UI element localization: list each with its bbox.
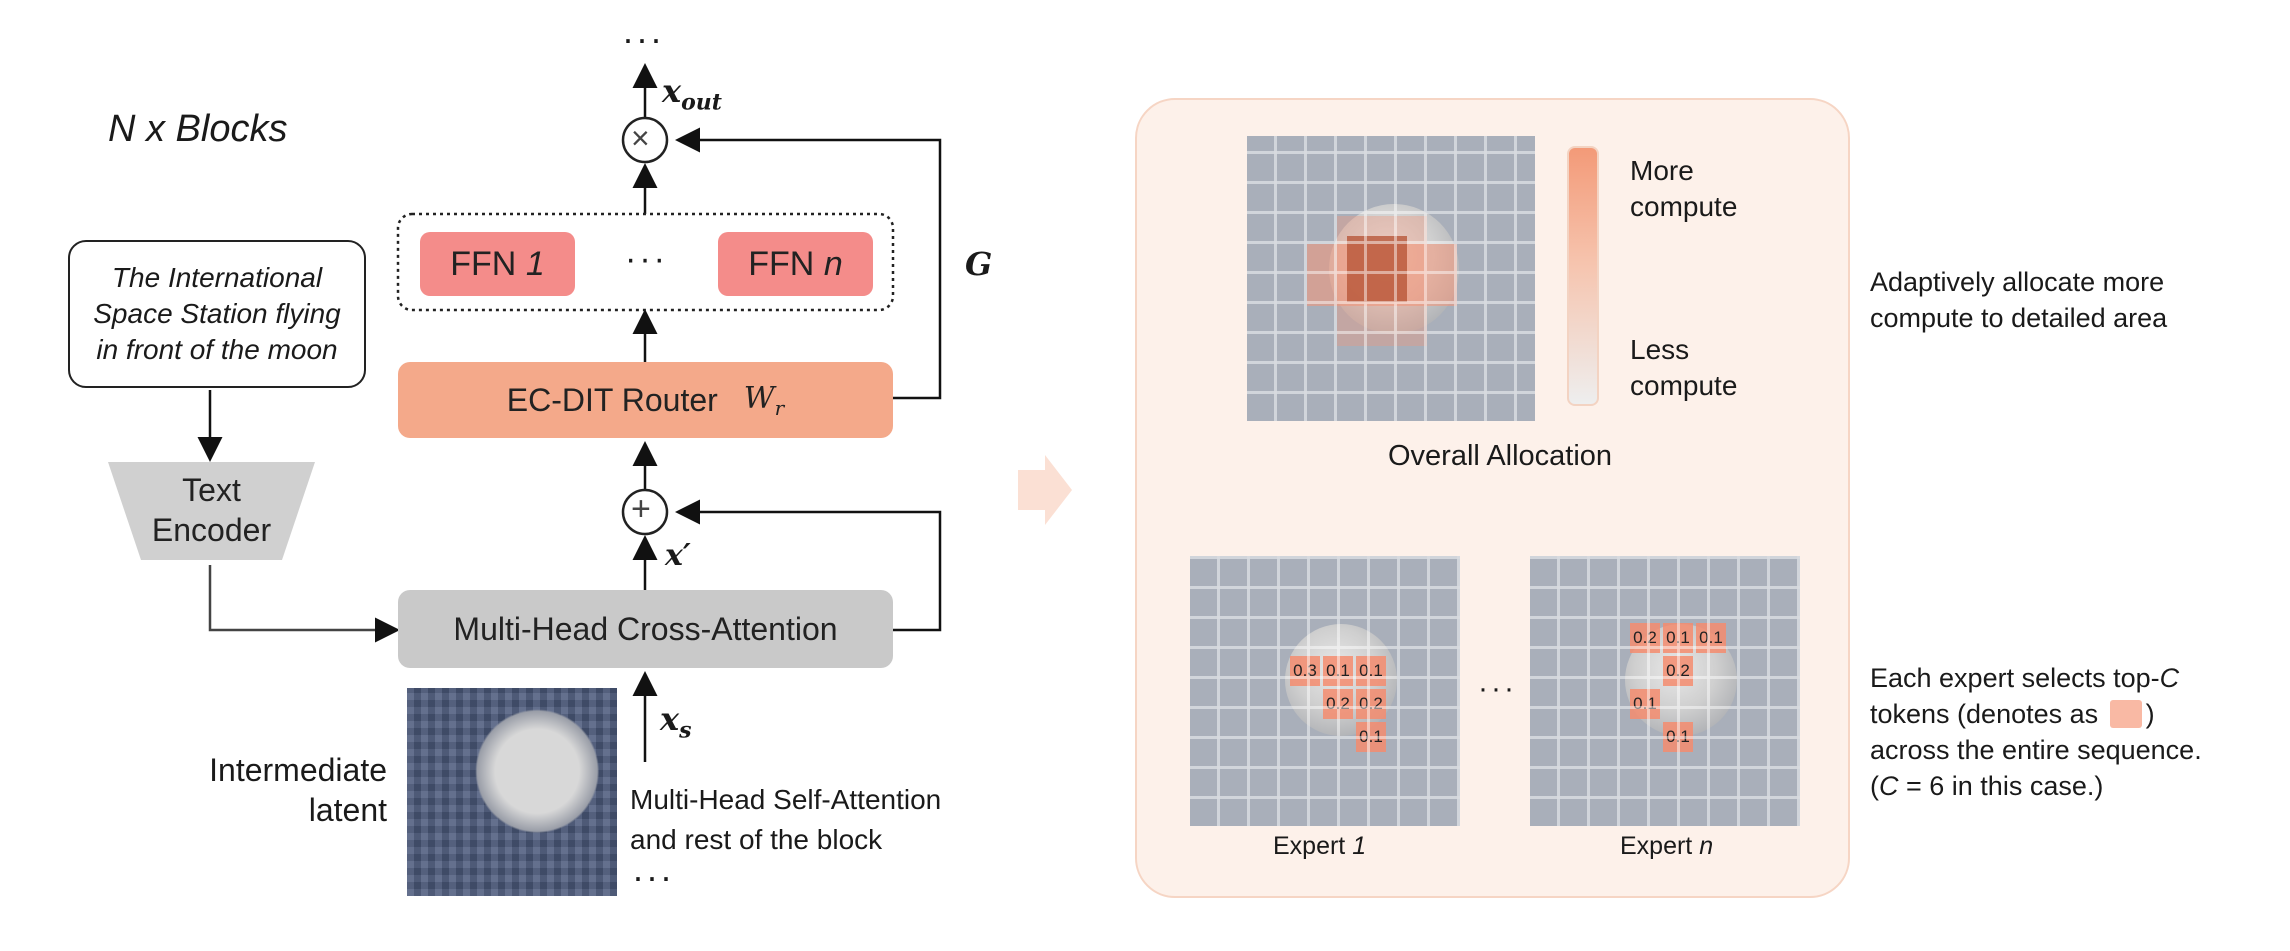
more-compute-line-1: More — [1630, 155, 1694, 186]
prompt-line-2: Space Station flying — [93, 298, 341, 329]
expert-desc-line-2-close: ) — [2145, 699, 2155, 729]
adaptive-line-2: compute to detailed area — [1870, 303, 2168, 333]
x-s-var: x — [660, 700, 680, 738]
prompt-line-1: The International — [111, 262, 323, 293]
router-weight-sub: r — [774, 395, 785, 420]
self-attn-line-2: and rest of the block — [630, 824, 883, 855]
expert-desc-line-1-text: Each expert selects top- — [1870, 663, 2160, 693]
ffn-n-index: n — [823, 244, 843, 283]
text-prompt-box: The International Space Station flying i… — [68, 240, 366, 388]
cross-attention-box: Multi-Head Cross-Attention — [398, 590, 893, 668]
less-compute-line-1: Less — [1630, 334, 1690, 365]
x-s-label: xs — [660, 700, 691, 743]
expert-desc-line-2: tokens (denotes as ) — [1870, 696, 2202, 732]
overall-allocation-label: Overall Allocation — [1388, 440, 1613, 472]
allocation-heat-core — [1347, 236, 1407, 302]
expert-1-grid: 0.3 0.1 0.1 0.2 0.2 0.1 — [1190, 556, 1460, 826]
less-compute-line-2: compute — [1630, 370, 1738, 401]
expert-desc-line-2-text: tokens (denotes as — [1870, 699, 2099, 729]
less-compute-label: Less compute — [1630, 332, 1737, 404]
router-label: EC-DIT Router — [506, 381, 718, 418]
self-attention-note: Multi-Head Self-Attention and rest of th… — [630, 780, 941, 860]
expert-desc-line-4-rest: = 6 in this case.) — [1898, 771, 2104, 801]
expert-desc-c-1: C — [2159, 663, 2180, 693]
ffn-dots: ··· — [625, 240, 668, 278]
overall-allocation-grid — [1247, 136, 1535, 421]
times-icon: × — [631, 120, 650, 156]
expert-desc-line-3: across the entire sequence. — [1870, 735, 2202, 765]
experts-dots: ··· — [1478, 672, 1517, 705]
expert-1-token: 0.2 — [1356, 689, 1386, 719]
router-box: EC-DIT Router Wr — [398, 362, 893, 438]
expert-n-token: 0.1 — [1630, 689, 1660, 719]
x-s-subscript: s — [679, 717, 692, 744]
expert-n-token: 0.1 — [1663, 722, 1693, 752]
expert-1-index: 1 — [1352, 832, 1367, 860]
token-swatch-icon — [2109, 700, 2142, 728]
expert-desc-line-4: (C = 6 in this case.) — [1870, 768, 2202, 804]
latent-line-1: Intermediate — [209, 752, 387, 788]
expert-desc-line-4-open: ( — [1870, 771, 1879, 801]
x-out-subscript: out — [681, 89, 722, 116]
encoder-line-2: Encoder — [151, 512, 272, 548]
expert-1-token: 0.2 — [1323, 689, 1353, 719]
self-attn-line-1: Multi-Head Self-Attention — [630, 784, 942, 815]
text-encoder: Text Encoder — [108, 470, 315, 550]
encoder-line-1: Text — [182, 472, 241, 508]
adaptive-line-1: Adaptively allocate more — [1870, 267, 2165, 297]
intermediate-latent-image — [407, 688, 617, 896]
x-prime-label: x′ — [665, 538, 691, 573]
expert-desc-line-1: Each expert selects top-C — [1870, 660, 2202, 696]
expert-n-index: n — [1699, 832, 1714, 860]
latent-label: Intermediate latent — [170, 750, 387, 830]
plus-icon: + — [631, 490, 651, 528]
expert-1-text: Expert — [1273, 832, 1346, 860]
router-weight-var: W — [743, 380, 775, 416]
expert-n-label: Expert n — [1620, 832, 1713, 861]
more-compute-label: More compute — [1630, 153, 1737, 225]
expert-1-token: 0.1 — [1356, 656, 1386, 686]
x-out-label: xout — [662, 72, 722, 115]
expert-n-token: 0.1 — [1663, 623, 1693, 653]
top-dots: ··· — [622, 18, 664, 59]
expert-n-text: Expert — [1620, 832, 1693, 860]
expert-1-token: 0.1 — [1356, 722, 1386, 752]
expert-n-token: 0.1 — [1696, 623, 1726, 653]
router-weight: Wr — [744, 381, 784, 420]
g-label: G — [965, 245, 993, 283]
ffn-1-index: 1 — [525, 244, 545, 283]
x-out-var: x — [662, 72, 682, 110]
blocks-label: N x Blocks — [108, 108, 288, 150]
expert-n-token: 0.2 — [1630, 623, 1660, 653]
ffn-n-box: FFN n — [718, 232, 873, 296]
bottom-dots: ··· — [632, 856, 674, 897]
ffn-1-box: FFN 1 — [420, 232, 575, 296]
more-compute-line-2: compute — [1630, 191, 1738, 222]
compute-gradient-bar — [1567, 146, 1599, 406]
expert-1-token: 0.1 — [1323, 656, 1353, 686]
prompt-line-3: in front of the moon — [96, 334, 338, 365]
latent-line-2: latent — [308, 792, 387, 828]
expert-desc-c-2: C — [1879, 771, 1899, 801]
ffn-n-label: FFN — [748, 244, 815, 283]
expert-1-label: Expert 1 — [1273, 832, 1366, 861]
expert-n-grid: 0.2 0.1 0.1 0.2 0.1 0.1 — [1530, 556, 1800, 826]
expert-n-token: 0.2 — [1663, 656, 1693, 686]
adaptive-description: Adaptively allocate more compute to deta… — [1870, 264, 2167, 336]
expert-1-token: 0.3 — [1290, 656, 1320, 686]
ffn-1-label: FFN — [450, 244, 517, 283]
expert-description: Each expert selects top-C tokens (denote… — [1870, 660, 2202, 804]
